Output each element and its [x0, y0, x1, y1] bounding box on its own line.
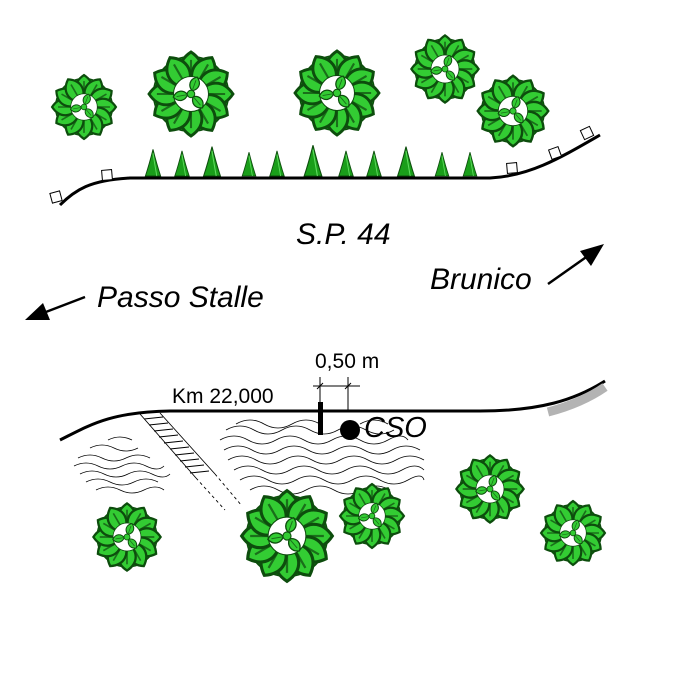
tree-top-view-icon — [541, 501, 605, 565]
station-label: CSO — [364, 412, 427, 444]
station-cso: CSO — [340, 412, 427, 444]
road-name-label: S.P. 44 — [296, 218, 391, 251]
tree-top-view-icon — [295, 51, 379, 135]
cypress-row — [144, 144, 478, 177]
tree-top-view-icon — [93, 503, 160, 570]
upper-trees — [52, 35, 548, 146]
distance-label: 0,50 m — [315, 350, 379, 373]
direction-right: Brunico — [430, 244, 604, 296]
direction-right-label: Brunico — [430, 263, 532, 296]
square-bollard-icon — [49, 190, 63, 204]
cypress-tree-icon — [241, 151, 257, 177]
cypress-tree-icon — [338, 150, 354, 177]
tree-top-view-icon — [242, 491, 333, 582]
cypress-tree-icon — [303, 144, 323, 177]
arrow-icon — [25, 295, 86, 320]
direction-left: Passo Stalle — [25, 281, 264, 320]
cypress-tree-icon — [462, 151, 478, 177]
cypress-tree-icon — [174, 150, 190, 177]
lower-road-edge — [59, 379, 608, 442]
cypress-tree-icon — [144, 148, 162, 177]
square-bollard-icon — [506, 162, 518, 174]
tree-top-view-icon — [52, 75, 116, 139]
cypress-tree-icon — [366, 150, 382, 177]
arrow-icon — [547, 244, 604, 286]
km-post: Km 22,000 — [172, 385, 323, 435]
upper-road-edge — [58, 133, 601, 207]
cypress-tree-icon — [397, 146, 415, 177]
square-bollard-icon — [101, 169, 113, 181]
cypress-tree-icon — [269, 150, 285, 177]
filled-circle-icon — [340, 420, 360, 440]
tree-top-view-icon — [456, 455, 523, 522]
tree-top-view-icon — [478, 76, 549, 147]
direction-left-label: Passo Stalle — [97, 281, 264, 314]
tree-top-view-icon — [411, 35, 478, 102]
square-bollard-icon — [579, 125, 595, 141]
dimension-marker: 0,50 m — [313, 350, 379, 410]
cypress-tree-icon — [203, 146, 221, 177]
tree-top-view-icon — [149, 52, 233, 136]
km-label: Km 22,000 — [172, 385, 274, 408]
staircase — [139, 412, 243, 511]
cypress-tree-icon — [434, 151, 450, 177]
